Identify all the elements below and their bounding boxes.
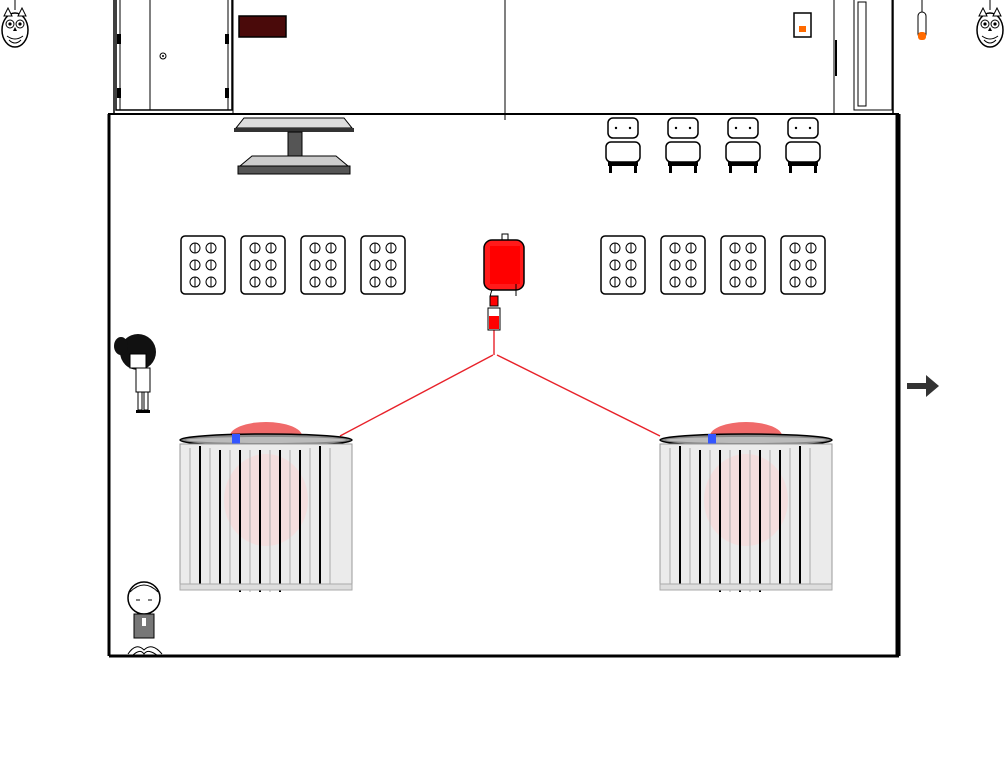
hanging-lamp[interactable] bbox=[912, 0, 932, 44]
organ-tank-left[interactable] bbox=[172, 420, 356, 600]
pill-packs-right[interactable] bbox=[598, 234, 828, 298]
boy-character[interactable] bbox=[118, 578, 170, 658]
organ-tank-right[interactable] bbox=[652, 420, 836, 600]
owl-right-icon[interactable] bbox=[970, 0, 1005, 52]
chair-row bbox=[600, 116, 840, 176]
blood-bag[interactable] bbox=[478, 232, 528, 332]
room-floor bbox=[107, 112, 902, 658]
back-wall bbox=[0, 0, 1005, 120]
owl-left-icon[interactable] bbox=[0, 0, 36, 52]
girl-character[interactable] bbox=[112, 332, 164, 416]
operating-table[interactable] bbox=[232, 114, 356, 178]
wall-switch[interactable] bbox=[793, 12, 813, 40]
side-cabinet[interactable] bbox=[834, 0, 894, 114]
right-arrow-icon[interactable] bbox=[904, 372, 942, 400]
double-door[interactable] bbox=[114, 0, 234, 114]
pill-packs-left[interactable] bbox=[178, 234, 408, 298]
indicator-panel bbox=[238, 15, 288, 39]
